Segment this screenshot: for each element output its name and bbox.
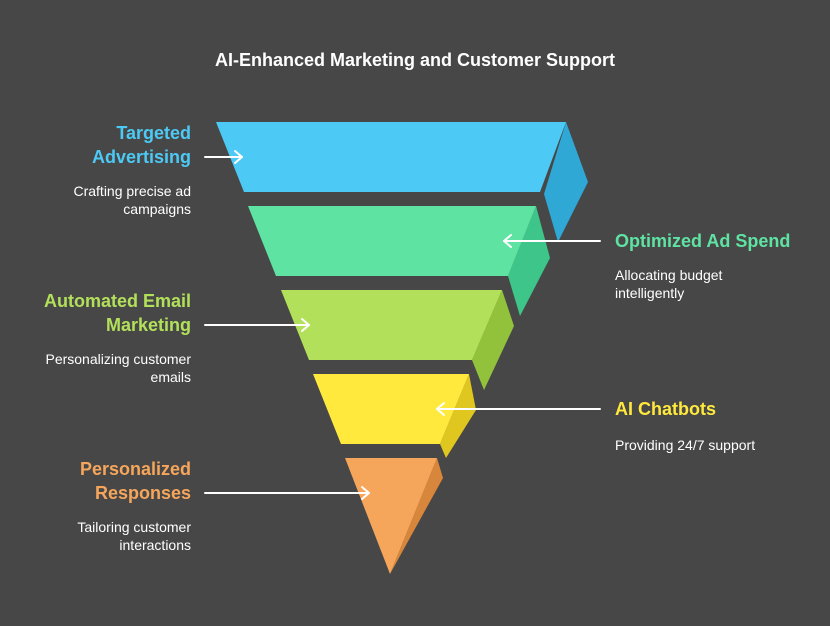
layer-front (248, 206, 536, 276)
arrow-chatbots (436, 402, 601, 416)
layer-front (345, 458, 437, 574)
arrow-email (204, 318, 310, 332)
stage-label-targeted-advertising: Targeted Advertising (91, 123, 191, 167)
stage-desc-optimized-ad-spend: Allocating budget intelligently (615, 267, 723, 301)
stage-desc-automated-email-marketing: Personalizing customer emails (45, 351, 191, 385)
stage-desc-targeted-advertising: Crafting precise ad campaigns (73, 183, 191, 217)
funnel-layer-personalized-responses (345, 458, 443, 574)
layer-side (544, 122, 588, 242)
layer-side (440, 374, 476, 458)
layer-side (508, 206, 550, 316)
layer-side (390, 458, 443, 574)
layer-front (313, 374, 469, 444)
stage-label-optimized-ad-spend: Optimized Ad Spend (615, 231, 791, 251)
stage-desc-ai-chatbots: Providing 24/7 support (615, 437, 756, 453)
layer-side (472, 290, 514, 390)
layer-front (216, 122, 566, 192)
funnel-layer-automated-email (281, 290, 514, 390)
layer-front (281, 290, 502, 360)
stage-desc-personalized-responses: Tailoring customer interactions (77, 519, 191, 553)
diagram-title: AI-Enhanced Marketing and Customer Suppo… (214, 50, 616, 70)
funnel-layer-ai-chatbots (313, 374, 476, 458)
stage-label-ai-chatbots: AI Chatbots (615, 399, 716, 419)
stage-label-personalized-responses: Personalized Responses (79, 459, 191, 503)
arrow-personalized (204, 486, 370, 500)
stage-label-automated-email-marketing: Automated Email Marketing (43, 291, 191, 335)
funnel-layer-optimized-ad-spend (248, 206, 550, 316)
arrow-targeted (204, 150, 243, 164)
arrow-optimized (503, 234, 601, 248)
funnel-layer-targeted-advertising (216, 122, 588, 242)
